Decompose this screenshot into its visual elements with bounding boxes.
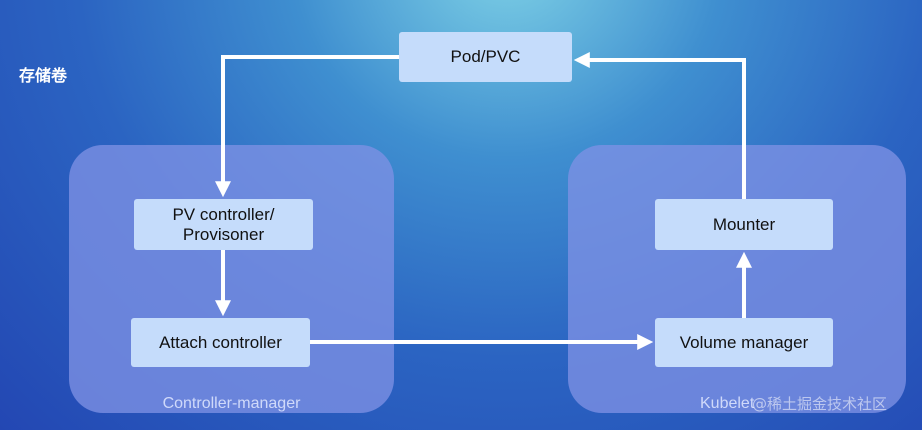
kubelet-group: Kubelet <box>568 145 906 413</box>
mounter-node: Mounter <box>655 199 833 250</box>
attach-controller-label: Attach controller <box>159 332 282 352</box>
controller-manager-group: Controller-manager <box>69 145 394 413</box>
edge-mounter-to-pod <box>573 52 746 199</box>
slide-title: 存储卷 <box>19 66 68 85</box>
kubelet-label: Kubelet <box>700 395 755 412</box>
pv-controller-node: PV controller/ Provisoner <box>134 199 313 250</box>
controller-manager-label: Controller-manager <box>162 395 301 412</box>
attach-controller-node: Attach controller <box>131 318 310 367</box>
edge-pod-to-pv-controller <box>215 55 399 198</box>
volume-manager-node: Volume manager <box>655 318 833 367</box>
pod-pvc-label: Pod/PVC <box>450 47 521 66</box>
watermark: @稀土掘金技术社区 <box>752 395 888 413</box>
pod-pvc-node: Pod/PVC <box>399 32 572 82</box>
mounter-label: Mounter <box>712 214 776 234</box>
pv-controller-label: PV controller/ Provisoner <box>172 204 275 244</box>
volume-manager-label: Volume manager <box>679 332 809 352</box>
